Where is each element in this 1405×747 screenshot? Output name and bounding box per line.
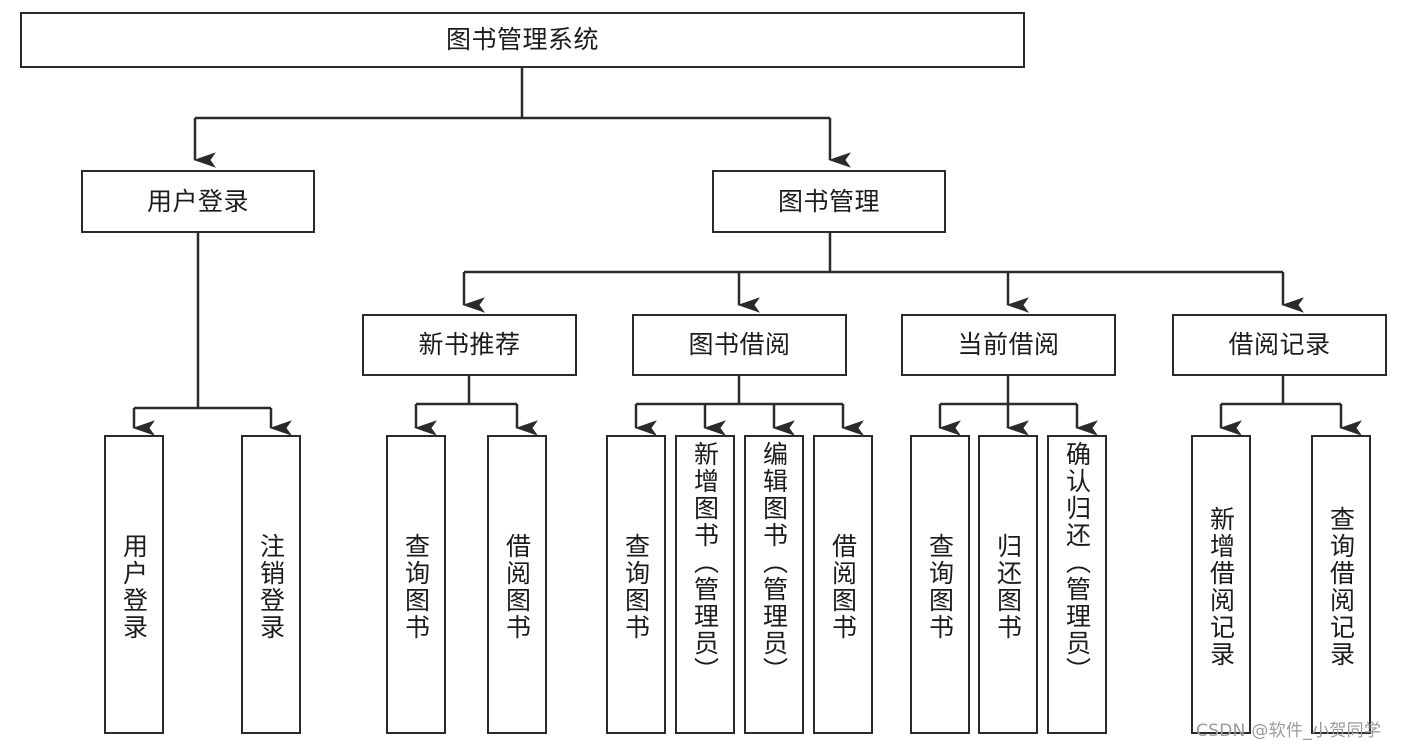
leaf-current-borrow-query[interactable]: 查询图书 [910,435,970,734]
leaf-borrow-record-query[interactable]: 查询借阅记录 [1311,435,1371,734]
node-borrow-record[interactable]: 借阅记录 [1172,314,1387,376]
leaf-new-book-borrow[interactable]: 借阅图书 [487,435,547,734]
node-label: 新增图书（管理员） [690,441,720,684]
node-label: 注销登录 [256,532,286,641]
node-current-borrow[interactable]: 当前借阅 [901,314,1116,376]
node-label: 确认归还（管理员） [1062,441,1092,684]
node-label: 新增借阅记录 [1206,505,1236,668]
node-label: 查询图书 [401,532,431,641]
node-label: 借阅图书 [828,532,858,641]
leaf-book-borrow-edit-admin[interactable]: 编辑图书（管理员） [744,435,804,734]
node-label: 当前借阅 [957,330,1060,360]
node-book-borrow[interactable]: 图书借阅 [632,314,847,376]
node-label: 归还图书 [993,532,1023,641]
node-label: 图书管理 [777,186,880,216]
node-root-book-management-system[interactable]: 图书管理系统 [20,12,1025,68]
leaf-user-login-login[interactable]: 用户登录 [104,435,164,734]
leaf-current-borrow-confirm-admin[interactable]: 确认归还（管理员） [1047,435,1107,734]
leaf-user-login-logout[interactable]: 注销登录 [241,435,301,734]
leaf-new-book-query[interactable]: 查询图书 [386,435,446,734]
node-book-management[interactable]: 图书管理 [712,170,946,233]
node-label: 借阅图书 [502,532,532,641]
node-label: 编辑图书（管理员） [759,441,789,684]
node-label: 图书管理系统 [445,25,599,55]
node-new-book-recommend[interactable]: 新书推荐 [362,314,577,376]
node-label: 查询图书 [925,532,955,641]
node-label: 借阅记录 [1228,330,1331,360]
node-label: 查询借阅记录 [1326,505,1356,668]
leaf-current-borrow-return[interactable]: 归还图书 [978,435,1038,734]
node-label: 用户登录 [119,532,149,641]
leaf-borrow-record-add[interactable]: 新增借阅记录 [1191,435,1251,734]
node-label: 用户登录 [146,186,249,216]
node-label: 图书借阅 [688,330,791,360]
node-label: 新书推荐 [418,330,521,360]
node-label: 查询图书 [621,532,651,641]
csdn-watermark: CSDN @软件_小贺同学 [1196,721,1382,741]
leaf-book-borrow-query[interactable]: 查询图书 [606,435,666,734]
node-user-login[interactable]: 用户登录 [81,170,315,233]
leaf-book-borrow-add-admin[interactable]: 新增图书（管理员） [675,435,735,734]
leaf-book-borrow-borrow[interactable]: 借阅图书 [813,435,873,734]
